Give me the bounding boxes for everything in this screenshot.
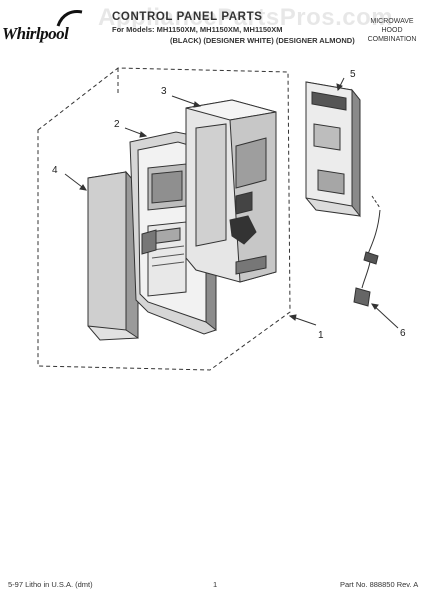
model-numbers: For Models: MH1150XM, MH1150XM, MH1150XM [112,25,283,34]
category-line: COMBINATION [367,36,417,43]
watermark: AppliancePartsPros.com [98,4,394,31]
category-line: MICROWAVE [370,18,414,25]
control-housing-part [185,99,277,283]
leader-lines [64,77,399,329]
part-number: Part No. 888850 Rev. A [340,580,419,589]
page-title: CONTROL PANEL PARTS [112,11,263,23]
brand-logo: Whirlpool [2,24,69,43]
control-board-part [305,81,361,218]
product-category: MICROWAVE HOOD COMBINATION [360,17,424,44]
page-number: 1 [213,580,218,589]
panel-cover-part [87,170,139,341]
callout-1: 1 [318,330,324,341]
category-line: HOOD [381,27,403,34]
callout-4: 4 [52,165,58,176]
callout-2: 2 [114,119,120,130]
footer-litho: 5-97 Litho in U.S.A. (dmt) [8,580,93,589]
callout-6: 6 [400,328,406,339]
callout-3: 3 [161,86,167,97]
wire-harness-part [353,195,381,307]
logo-swoosh [56,10,83,27]
model-colors: (BLACK) (DESIGNER WHITE) (DESIGNER ALMON… [170,36,355,45]
callout-5: 5 [350,69,356,80]
assembly-outline [37,67,291,371]
